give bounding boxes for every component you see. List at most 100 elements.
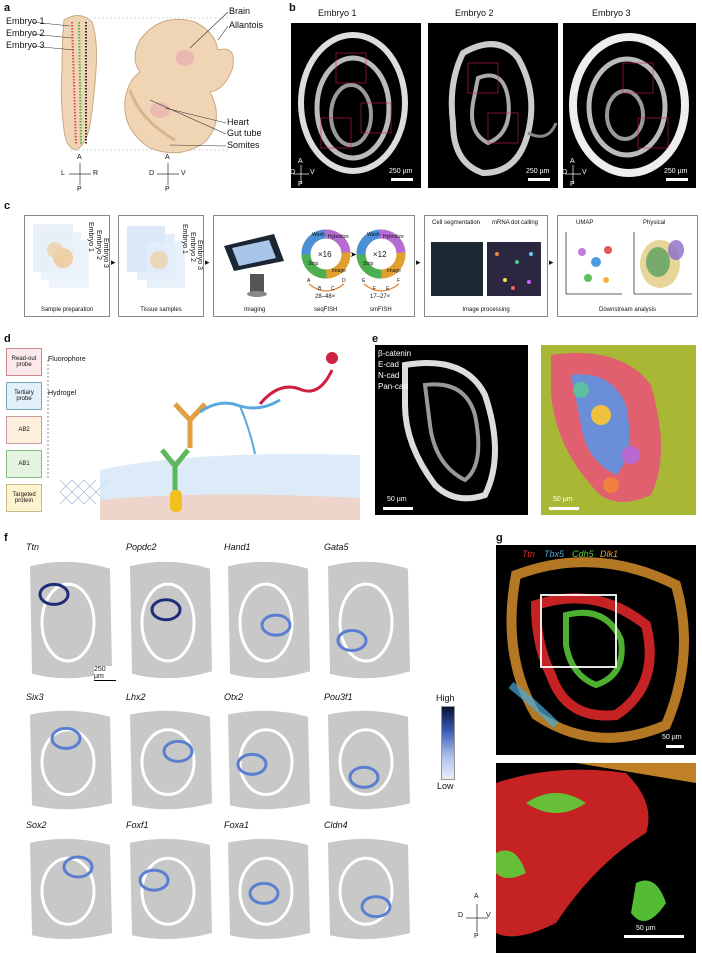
dot-calling-image — [487, 242, 541, 296]
marker-pancad: Pan-cad — [378, 382, 408, 391]
embryo-illustration — [31, 11, 234, 185]
gene-label-otx2: Otx2 — [224, 692, 244, 702]
gene-map-ttn: Ttn 250 µm — [24, 542, 116, 684]
b3-axis-right: V — [582, 169, 587, 176]
seq-letter-d: D — [342, 278, 346, 284]
b2-scale: 250 µm — [526, 168, 550, 175]
expression-colorbar — [441, 706, 455, 780]
sm-letter-1: E — [362, 278, 366, 284]
gene-map-sox2: Sox2 — [24, 820, 116, 944]
gene-map-foxa1: Foxa1 — [222, 820, 314, 944]
arrow-4: ▸ — [549, 257, 554, 267]
tissue-samples-box: Embryo 1 Embryo 2 Embryo 3 Tissue sample… — [118, 215, 204, 317]
cycle-right-wash: Wash — [367, 232, 380, 238]
embryo-2-title: Embryo 2 — [455, 8, 494, 18]
gene-ttn: Ttn — [522, 549, 536, 559]
gene-map-pou3f1: Pou3f1 — [322, 692, 414, 814]
embryo-1-title: Embryo 1 — [318, 8, 357, 18]
embryo-3-label: Embryo 3 — [6, 40, 45, 50]
segmentation-image — [431, 242, 483, 296]
f-axis-top: A — [474, 893, 479, 900]
gene-label-ttn: Ttn — [26, 542, 40, 552]
gene-tbx5: Tbx5 — [544, 549, 565, 559]
gene-dlk1: Dlk1 — [600, 549, 619, 559]
gene-label-pou3f1: Pou3f1 — [324, 692, 353, 702]
tag-embryo-1: Embryo 1 — [87, 222, 94, 252]
axis1-left: L — [61, 170, 65, 177]
b1-axis-bottom: P — [298, 181, 303, 188]
heart-label: Heart — [227, 117, 250, 127]
embryo-2-label: Embryo 2 — [6, 28, 45, 38]
seq-letter-b: B — [318, 286, 322, 292]
caption-downstream-analysis: Downstream analysis — [598, 307, 657, 313]
embryo-2-image: 250 µm — [428, 23, 558, 188]
gene-map-hand1: Hand1 — [222, 542, 314, 684]
e-scale-right: 50 µm — [553, 496, 573, 503]
marker-beta-catenin: β-catenin — [378, 349, 412, 358]
side-hydrogel: Hydrogel — [48, 390, 77, 397]
embryo-3-image: A D V P 250 µm — [562, 23, 696, 188]
seq-letter-a: A — [307, 278, 311, 284]
stack-tertiary-probe: Tertiary probe — [6, 382, 42, 410]
gene-label-sox2: Sox2 — [26, 820, 47, 830]
caption-imaging: Imaging — [244, 307, 266, 313]
stack-ab2: AB2 — [6, 416, 42, 444]
b1-axis-right: V — [310, 169, 315, 176]
sample-prep-box: Embryo 1 Embryo 2 Embryo 3 Sample prepar… — [24, 215, 110, 317]
cycle-left-hybridize: Hybridize — [328, 234, 349, 240]
side-fluorophore: Fluorophore — [48, 356, 86, 363]
arrow-1: ▸ — [111, 257, 116, 267]
cycle-right-center: ×12 — [373, 250, 387, 259]
caption-sample-preparation: Sample preparation — [40, 307, 94, 313]
panel-c-label: c — [4, 200, 11, 212]
f-axis-right: V — [486, 912, 491, 919]
sm-letter-4: F — [397, 278, 401, 284]
stack-ab1: AB1 — [6, 450, 42, 478]
gene-label-gata5: Gata5 — [324, 542, 349, 552]
caption-seqfish: seqFISH — [314, 307, 338, 313]
legend-high: High — [436, 693, 455, 703]
b3-axis-top: A — [570, 158, 575, 165]
b1-axis-top: A — [298, 158, 303, 165]
cycle-left-center: ×16 — [318, 250, 332, 259]
embryo-3-title: Embryo 3 — [592, 8, 631, 18]
cycle-right-hybridize: Hybridize — [383, 234, 404, 240]
down-title-umap: UMAP — [576, 220, 594, 226]
b1-scale: 250 µm — [389, 168, 413, 175]
gene-label-cldn4: Cldn4 — [324, 820, 348, 830]
image-processing-box: Cell segmentation mRNA dot calling Image… — [424, 215, 548, 317]
f-axis-cross — [466, 904, 488, 932]
panel-a-label: a — [4, 2, 11, 14]
brain-label: Brain — [229, 6, 251, 16]
b1-axis-left: D — [290, 169, 296, 176]
caption-image-processing: Image processing — [462, 307, 510, 313]
g-scale-top: 50 µm — [662, 734, 682, 741]
gene-map-six3: Six3 — [24, 692, 116, 814]
f-scale-label: 250 µm — [94, 666, 116, 680]
embryo-1-label: Embryo 1 — [6, 16, 45, 26]
cycle-right-image: Image — [387, 268, 401, 274]
caption-smfish: smFISH — [370, 307, 392, 313]
cadherin-image: β-catenin E-cad N-cad Pan-cad 50 µm — [375, 345, 528, 515]
axis2-bottom: P — [165, 186, 170, 193]
gene-label-foxa1: Foxa1 — [224, 820, 250, 830]
cycle-left-image: Image — [332, 268, 346, 274]
segmentation-mask-image: 50 µm — [541, 345, 696, 515]
arrow-2: ▸ — [205, 257, 210, 267]
svg-text:➤: ➤ — [350, 250, 357, 259]
gut-tube-label: Gut tube — [227, 128, 262, 138]
axis1-bottom: P — [77, 186, 82, 193]
marker-ncad: N-cad — [378, 371, 400, 380]
gene-overlay-zoom-image: 50 µm — [496, 763, 696, 953]
gene-cdh5: Cdh5 — [572, 549, 594, 559]
stack-readout-probe: Read-out probe — [6, 348, 42, 376]
embryo-1-image: A D V P 250 µm — [290, 23, 421, 188]
panel-e-label: e — [372, 333, 379, 345]
axis2-right: V — [181, 170, 186, 177]
tag-embryo-2: Embryo 2 — [95, 230, 102, 260]
axis1-right: R — [93, 170, 99, 177]
gene-map-gata5: Gata5 — [322, 542, 414, 684]
gene-label-hand1: Hand1 — [224, 542, 251, 552]
sm-letter-3: E — [386, 286, 390, 292]
